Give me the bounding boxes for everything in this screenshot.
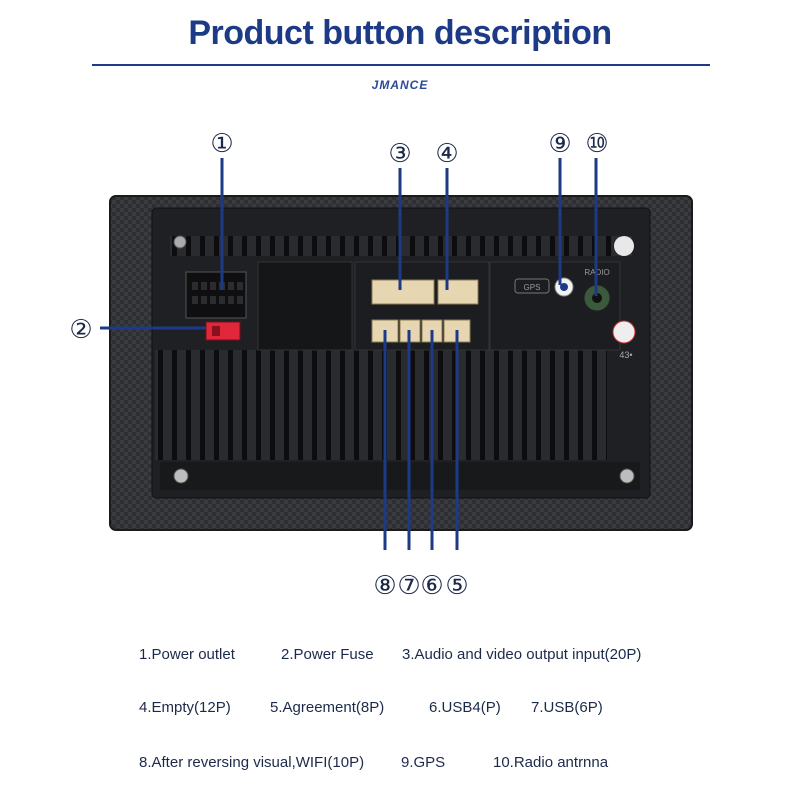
gps-label-box	[514, 278, 550, 294]
title-underline	[92, 64, 710, 66]
callout-1: ①	[210, 129, 233, 159]
panel-badge: 43•	[619, 350, 632, 360]
heatsink-fins	[155, 350, 607, 460]
legend-item-6: 6.USB4(P)	[429, 699, 501, 716]
page-title: Product button description	[188, 14, 612, 52]
screw	[173, 468, 189, 484]
callout-7: ⑦	[397, 571, 420, 601]
legend-item-5: 5.Agreement(8P)	[270, 699, 385, 716]
connector-empty-12p	[437, 279, 479, 305]
legend-item-8: 8.After reversing visual,WIFI(10P)	[139, 754, 365, 771]
callout-10: ⑩	[585, 129, 608, 159]
legend-item-4: 4.Empty(12P)	[139, 699, 231, 716]
screw	[619, 468, 635, 484]
leader-lines	[100, 158, 598, 550]
callout-3: ③	[388, 139, 411, 169]
legend-item-10: 10.Radio antrnna	[493, 754, 609, 771]
legend-item-7: 7.USB(6P)	[531, 699, 603, 716]
legend-item-9: 9.GPS	[401, 754, 446, 771]
brand-logo: JMANCE	[371, 78, 429, 92]
bottom-rail	[160, 462, 640, 490]
callout-8: ⑧	[373, 571, 396, 601]
connector-audio-video-20p	[371, 279, 435, 305]
callout-5: ⑤	[445, 571, 468, 601]
gps-label: GPS	[524, 283, 541, 292]
power-fuse	[205, 321, 241, 341]
callout-4: ④	[435, 139, 458, 169]
legend-item-1: 1.Power outlet	[139, 646, 235, 663]
power-outlet-connector	[185, 271, 247, 319]
legend-item-3: 3.Audio and video output input(20P)	[402, 646, 642, 663]
callout-2: ②	[69, 315, 92, 345]
legend-item-2: 2.Power Fuse	[281, 646, 374, 663]
callout-6: ⑥	[420, 571, 443, 601]
callout-9: ⑨	[548, 129, 571, 159]
screw	[173, 235, 187, 249]
warning-sticker	[612, 320, 636, 344]
module-left	[257, 261, 353, 351]
mount-hole	[614, 236, 634, 256]
